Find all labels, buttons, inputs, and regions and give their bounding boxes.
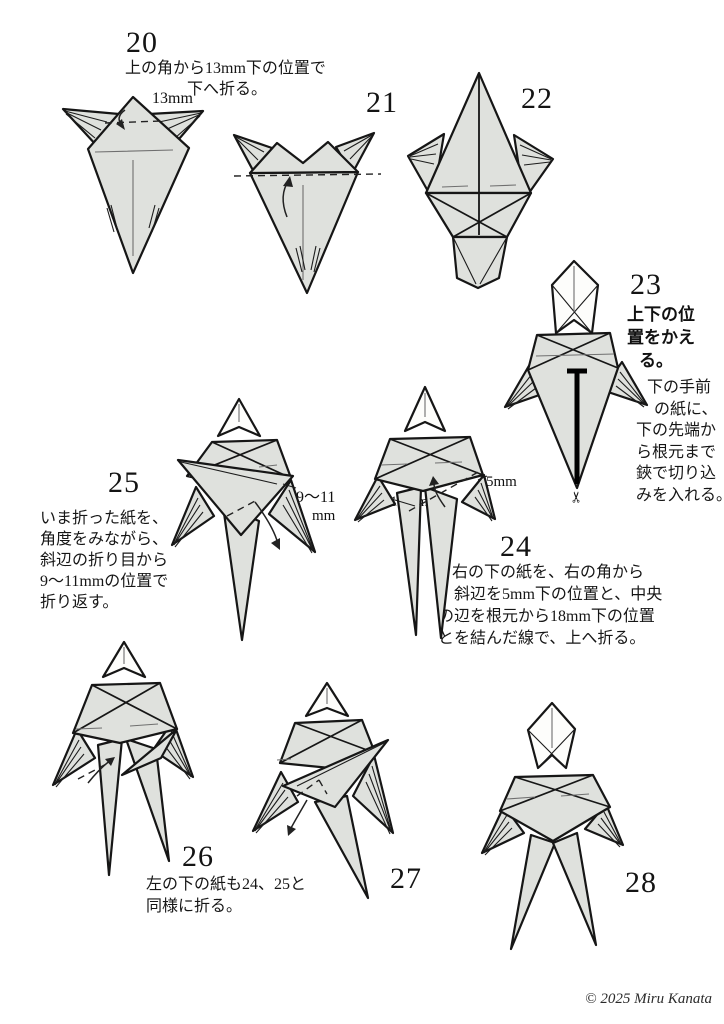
fold-arrow — [87, 757, 115, 784]
origami-figure-21 — [232, 131, 382, 295]
instruction-line: 9〜11mmの位置で — [40, 573, 169, 590]
origami-figure-22 — [406, 71, 555, 290]
step-23-instruction: 下の手前 の紙に、 下の先端か ら根元まで 鋏で切り込 みを入れる。 — [636, 377, 724, 506]
fold-arrow — [282, 176, 293, 218]
origami-figure-23 — [503, 259, 649, 490]
origami-figure-24 — [353, 385, 497, 640]
origami-figure-28 — [480, 701, 625, 951]
instruction-line: の紙に、 — [654, 400, 718, 418]
measure-label-5mm: 5mm — [486, 474, 517, 490]
copyright-notice: © 2025 Miru Kanata — [585, 991, 712, 1007]
step-23-instruction-bold: 上下の位 置をかえ る。 — [627, 303, 695, 372]
step-23-number: 23 — [630, 268, 662, 301]
fold-arrow — [287, 799, 308, 836]
instruction-line: 鋏で切り込 — [636, 465, 717, 482]
instruction-line: 折り返す。 — [40, 594, 119, 611]
measure-label-9-11: 9〜11 — [296, 489, 336, 506]
fold-arrow — [254, 501, 280, 550]
step-24-number: 24 — [500, 530, 532, 563]
instruction-line: 左の下の紙も24、25と — [146, 876, 307, 893]
instruction-line: 上下の位 — [627, 305, 695, 324]
origami-figure-20 — [61, 95, 205, 275]
instruction-line: 下の先端か — [636, 422, 717, 439]
step-20-number: 20 — [126, 26, 158, 59]
step-26-instruction: 左の下の紙も24、25と 同様に折る。 — [146, 874, 306, 918]
origami-figure-25 — [170, 397, 317, 642]
instruction-line: 右の下の紙を、右の角から — [452, 564, 645, 581]
instruction-line: いま折った紙を、 — [40, 510, 169, 527]
instruction-line: 斜辺の折り目から — [40, 552, 169, 569]
step-28-number: 28 — [625, 866, 657, 899]
step-21-number: 21 — [366, 86, 398, 119]
instruction-line: 角度をみながら、 — [40, 531, 169, 548]
instruction-line: ら根元まで — [636, 443, 717, 461]
step-24-instruction: 右の下の紙を、右の角から 斜辺を5mm下の位置と、中央 の辺を根元から18mm下… — [438, 562, 662, 650]
measure-label-mm-unit: mm — [312, 508, 336, 524]
step-27-number: 27 — [390, 862, 422, 895]
instruction-line: 斜辺を5mm下の位置と、中央 — [454, 586, 663, 603]
step-22-number: 22 — [521, 82, 553, 115]
step-20-instruction: 上の角から13mm下の位置で 下へ折る。 — [125, 58, 326, 100]
step-25-number: 25 — [108, 466, 140, 499]
step-25-instruction: いま折った紙を、 角度をみながら、 斜辺の折り目から 9〜11mmの位置で 折り… — [40, 508, 168, 613]
instruction-line: 上の角から13mm下の位置で — [125, 60, 326, 77]
instruction-line: みを入れる。 — [636, 486, 724, 504]
cut-line — [567, 368, 587, 484]
instruction-line: 置をかえ — [627, 328, 695, 347]
instruction-line: る。 — [639, 351, 673, 370]
instruction-line: 同様に折る。 — [146, 898, 243, 915]
origami-figure-27 — [251, 681, 395, 900]
instruction-line: の辺を根元から18mm下の位置 — [438, 608, 655, 625]
origami-figure-26 — [51, 640, 195, 877]
step-26-number: 26 — [182, 840, 214, 873]
instruction-line: 下の手前 — [647, 379, 712, 396]
fold-arrow — [116, 109, 126, 130]
fold-arrow — [429, 476, 446, 508]
instruction-line: とを結んだ線で、上へ折る。 — [438, 630, 646, 647]
measure-label-13mm: 13mm — [152, 90, 193, 107]
instruction-line: 下へ折る。 — [187, 81, 268, 98]
